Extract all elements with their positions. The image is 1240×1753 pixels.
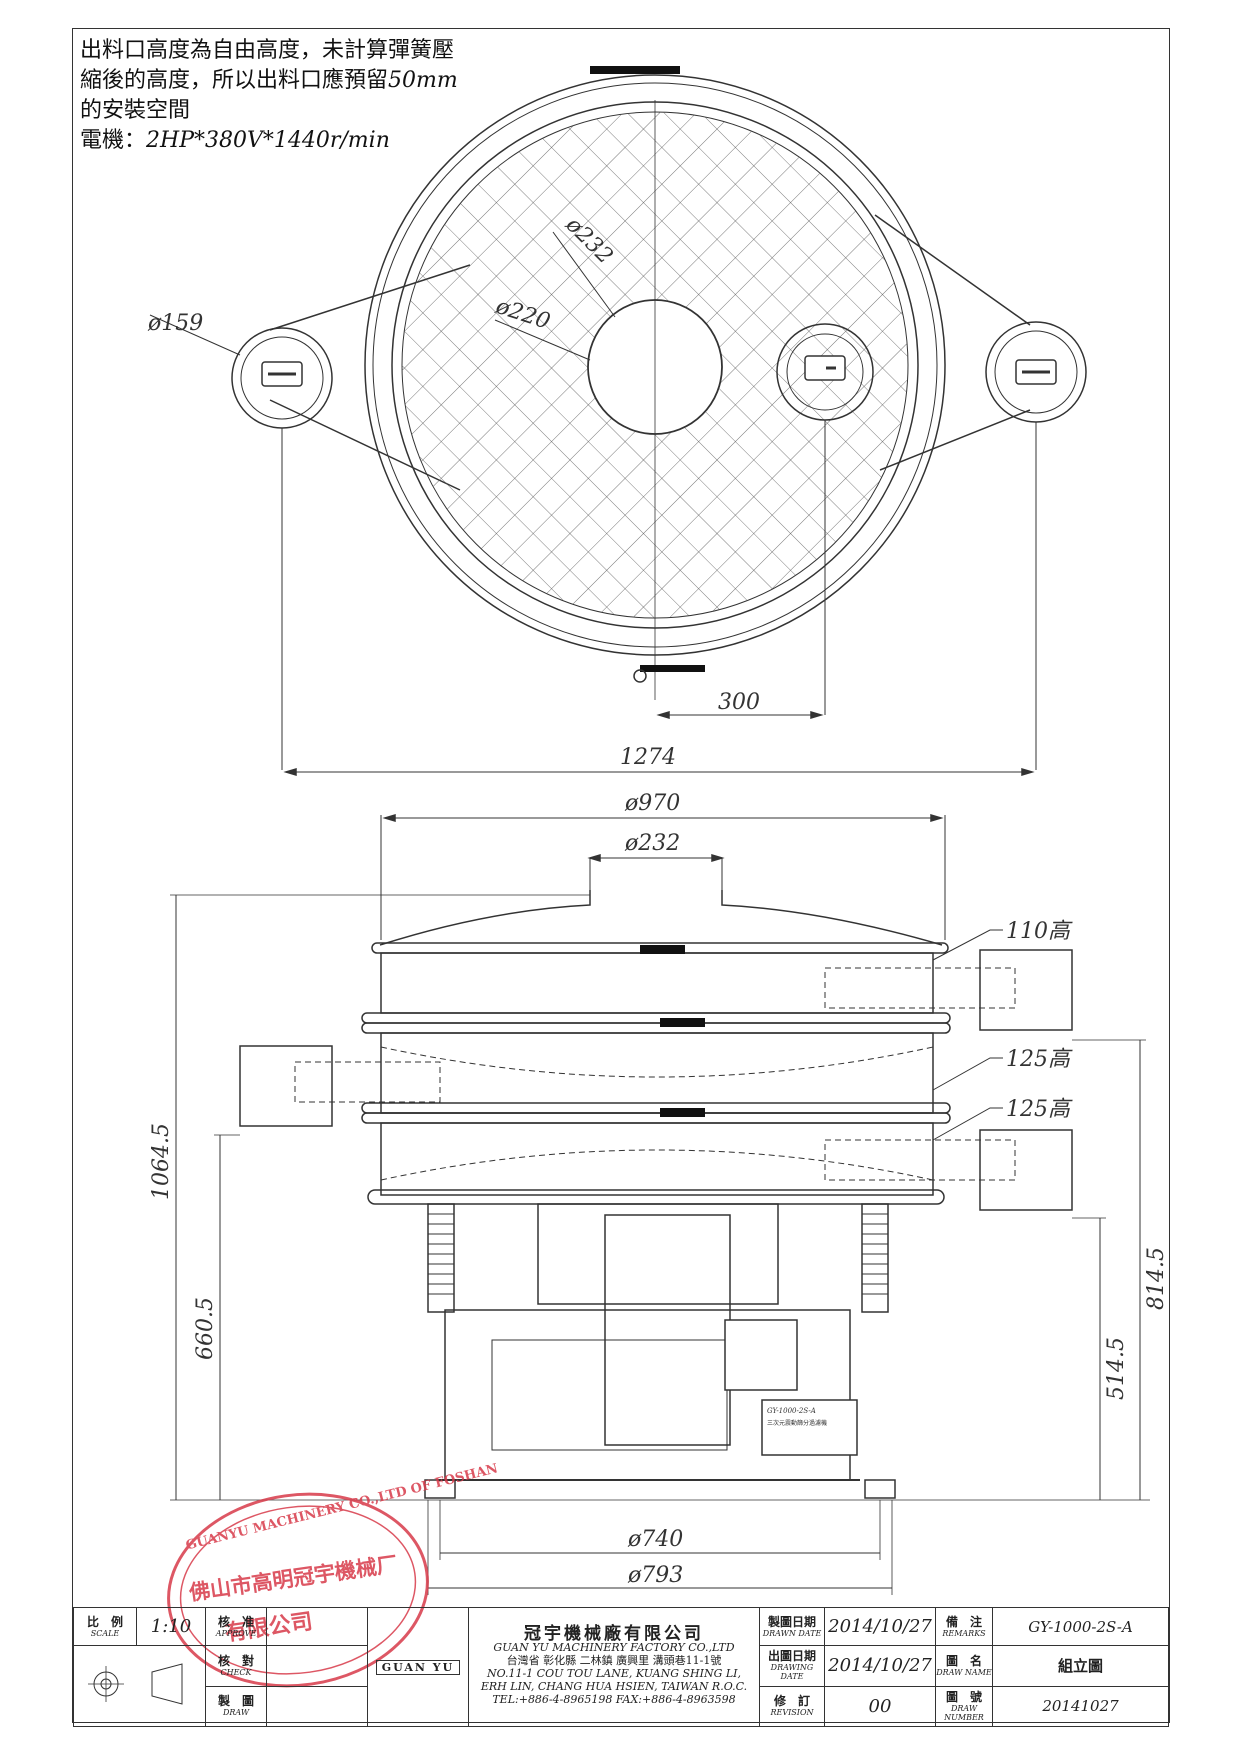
company-cn: 冠宇機械廠有限公司 [524,1624,704,1644]
dim-814: 814.5 [1144,1247,1169,1310]
dim-leader-232 [552,231,616,318]
belt-line [879,409,1031,471]
spout-right-1 [979,949,1073,1031]
logo-icon [804,355,846,381]
spout-right-2 [979,1129,1073,1211]
tel-fax: TEL:+886-4-8965198 FAX:+886-4-8963598 [492,1693,736,1706]
stamp-inner-text: 佛山市高明冠宇機械厂 [187,1551,399,1605]
lid-dome [379,890,943,946]
note-line-3: 的安裝空間 [80,98,191,123]
approve-signature [266,1607,368,1646]
frame-ring-2 [361,1102,951,1114]
address-en1: NO.11-1 COU TOU LANE, KUANG SHING LI, [486,1667,742,1680]
dim-leader-220 [494,319,591,361]
dim-1064: 1064.5 [149,1123,174,1200]
motor-mount [537,1203,779,1305]
leader-125b [932,1107,1003,1141]
side-view [170,813,1150,1595]
leader-110 [932,929,1003,961]
base-rim [367,1189,945,1205]
foot-left [424,1479,456,1499]
dim-leader-159 [149,314,241,356]
dim-514: 514.5 [1104,1337,1129,1400]
drawnumber-value: 20141027 [992,1685,1169,1727]
installation-note: 出料口高度為自由高度，未計算彈簧壓 縮後的高度，所以出料口應預留50mm 的安裝… [80,36,458,156]
frame-3 [380,1122,934,1196]
frame-1 [380,952,934,1014]
logo-cell: GUAN YU [367,1607,469,1727]
nameplate [761,1399,858,1456]
draw-signature [266,1685,368,1727]
top-view [149,66,1087,777]
dim-232-side: ø232 [624,831,680,856]
leader-125a [932,1057,1003,1091]
company-en: GUAN YU MACHINERY FACTORY CO.,LTD [493,1641,735,1654]
frame-2 [380,1032,934,1114]
dim-970: ø970 [624,791,680,816]
belt-line [874,214,1031,326]
base-window [491,1339,728,1451]
note-line-2: 縮後的高度，所以出料口應預留50mm [80,68,458,93]
dim-300: 300 [718,690,760,715]
spring-right [861,1203,889,1313]
motor-spec: 電機：2HP*380V*1440r/min [80,128,390,153]
spring-left [427,1203,455,1313]
dim-125a: 125高 [1006,1047,1073,1072]
drawname-value: 組立圖 [992,1645,1169,1687]
remarks-value: GY-1000-2S-A [992,1607,1169,1646]
scale-value: 1:10 [136,1607,206,1646]
frame-ring-1 [361,1012,951,1024]
dim-793: ø793 [627,1563,683,1588]
dim-110: 110高 [1006,919,1073,944]
check-signature [266,1645,368,1687]
revision-value: 00 [824,1685,936,1727]
drawing-date: 2014/10/27 [824,1645,936,1687]
dim-159: ø159 [147,311,203,336]
dim-740: ø740 [627,1527,683,1552]
guanyu-logo: GUAN YU [376,1659,460,1675]
spout-left [239,1045,333,1127]
junction-box [724,1319,798,1391]
note-line-1: 出料口高度為自由高度，未計算彈簧壓 [80,38,455,63]
nameplate-model: GY-1000-2S-A [767,1407,816,1415]
company-cell: 冠宇機械廠有限公司 GUAN YU MACHINERY FACTORY CO.,… [468,1607,760,1727]
dim-1274: 1274 [620,745,676,770]
dim-125b: 125高 [1006,1097,1073,1122]
vibration-motor [604,1214,731,1446]
foot-right [864,1479,896,1499]
drawn-date: 2014/10/27 [824,1607,936,1646]
address-cn: 台灣省 彰化縣 二林鎮 廣興里 溝頭巷11-1號 [506,1654,722,1667]
projection-symbol-cell [73,1645,206,1727]
bottom-clamp [640,665,705,672]
projection-symbol-icon [88,1663,183,1705]
nameplate-name: 三次元震動篩分過濾機 [767,1419,827,1427]
stamp-ring-text: GUANYU MACHINERY CO.,LTD OF FOSHAN [184,1461,499,1553]
address-en2: ERH LIN, CHANG HUA HSIEN, TAIWAN R.O.C. [480,1680,748,1693]
top-clamp [590,66,680,74]
clamp-knob [633,669,647,683]
dim-660: 660.5 [193,1297,218,1360]
